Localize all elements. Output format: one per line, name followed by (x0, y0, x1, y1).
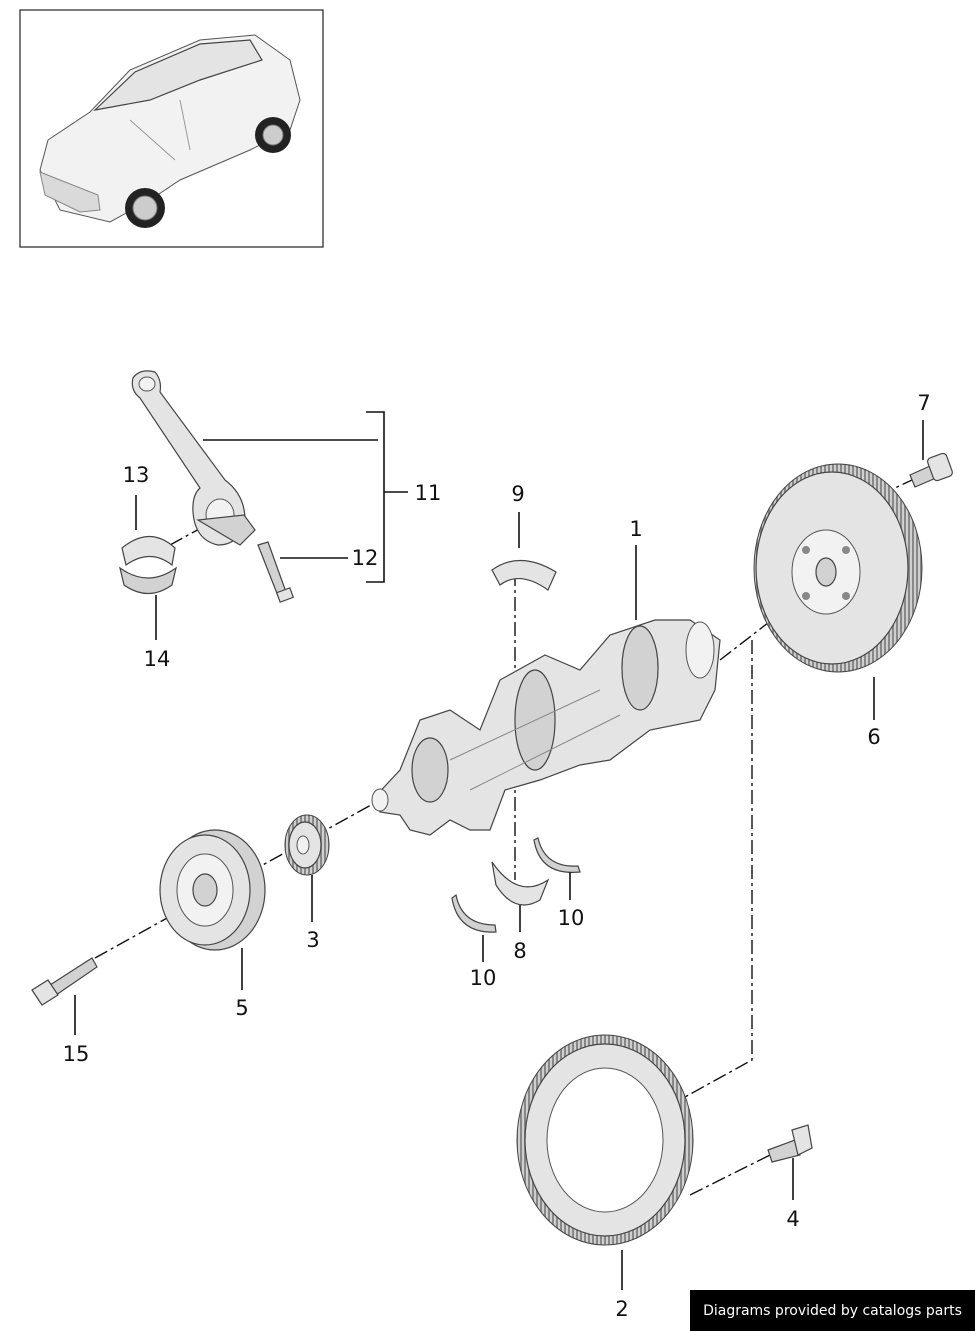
callout-2: 2 (615, 1297, 628, 1321)
callout-11: 11 (415, 481, 442, 505)
flywheel[interactable] (753, 463, 923, 673)
con-rod-bearing-shell[interactable] (119, 536, 177, 595)
callout-9: 9 (511, 482, 524, 506)
callout-10b: 10 (470, 966, 497, 990)
callout-4: 4 (786, 1207, 799, 1231)
sensor-ring[interactable] (516, 1034, 694, 1246)
connecting-rod[interactable] (131, 370, 256, 546)
callout-5: 5 (235, 996, 248, 1020)
thrust-washer[interactable] (451, 837, 581, 933)
callout-14: 14 (144, 647, 171, 671)
central-bolt[interactable] (31, 957, 98, 1006)
main-bearing-shell-upper[interactable] (491, 559, 557, 591)
drive-gear[interactable] (284, 814, 330, 876)
leader-lines (74, 411, 924, 1290)
callout-7: 7 (917, 391, 930, 415)
vibration-damper[interactable] (159, 829, 266, 951)
countersunk-screw[interactable] (767, 1124, 813, 1163)
callout-3: 3 (306, 928, 319, 952)
callout-1: 1 (629, 517, 642, 541)
con-rod-bolt[interactable] (257, 541, 295, 603)
credit-banner: Diagrams provided by catalogs parts (690, 1290, 975, 1331)
crankshaft[interactable] (371, 619, 721, 836)
callout-15: 15 (63, 1042, 90, 1066)
vehicle-thumbnail (19, 9, 324, 248)
callout-6: 6 (867, 725, 880, 749)
callout-8: 8 (513, 939, 526, 963)
flywheel-bolt[interactable] (909, 452, 954, 488)
callout-13: 13 (123, 463, 150, 487)
callout-10a: 10 (558, 906, 585, 930)
callout-labels: 1 2 3 4 5 6 7 8 9 10 10 11 12 13 14 15 (63, 391, 931, 1321)
callout-12: 12 (352, 546, 379, 570)
main-bearing-shell-lower[interactable] (491, 861, 550, 906)
